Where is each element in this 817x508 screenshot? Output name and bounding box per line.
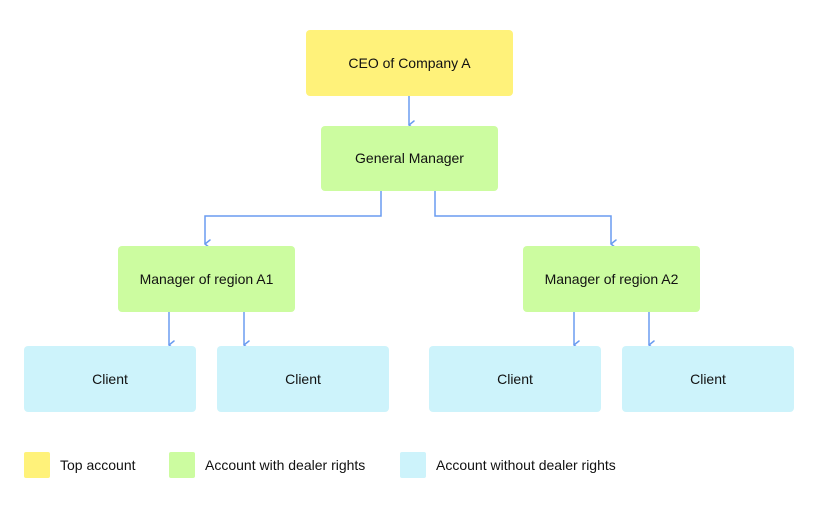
- legend-label-top-account: Top account: [60, 457, 136, 473]
- node-ceo-label: CEO of Company A: [348, 54, 471, 71]
- node-general-manager-label: General Manager: [355, 150, 464, 167]
- node-ceo: CEO of Company A: [306, 30, 513, 96]
- connector-general-manager-to-region-a2: [434, 191, 617, 249]
- legend-label-client-account: Account without dealer rights: [436, 457, 616, 473]
- legend-label-dealer-account: Account with dealer rights: [205, 457, 366, 473]
- legend-swatch-client-account: [400, 452, 426, 478]
- legend-swatch-dealer-account: [169, 452, 195, 478]
- legend-item-dealer-account: Account with dealer rights: [169, 452, 365, 478]
- node-region-a1-label: Manager of region A1: [139, 270, 274, 287]
- node-client-2-label: Client: [285, 370, 321, 387]
- node-client-4-label: Client: [690, 370, 726, 387]
- node-client-2: Client: [217, 346, 389, 412]
- node-client-3: Client: [429, 346, 601, 412]
- node-region-a2: Manager of region A2: [523, 246, 700, 312]
- node-region-a1: Manager of region A1: [118, 246, 295, 312]
- node-client-1: Client: [24, 346, 196, 412]
- node-client-3-label: Client: [497, 370, 533, 387]
- node-region-a2-label: Manager of region A2: [544, 270, 679, 287]
- legend-item-top-account: Top account: [24, 452, 136, 478]
- node-general-manager: General Manager: [321, 126, 498, 191]
- legend-item-client-account: Account without dealer rights: [400, 452, 616, 478]
- node-client-1-label: Client: [92, 370, 128, 387]
- node-client-4: Client: [622, 346, 794, 412]
- connector-general-manager-to-region-a1: [204, 191, 382, 249]
- legend-swatch-top-account: [24, 452, 50, 478]
